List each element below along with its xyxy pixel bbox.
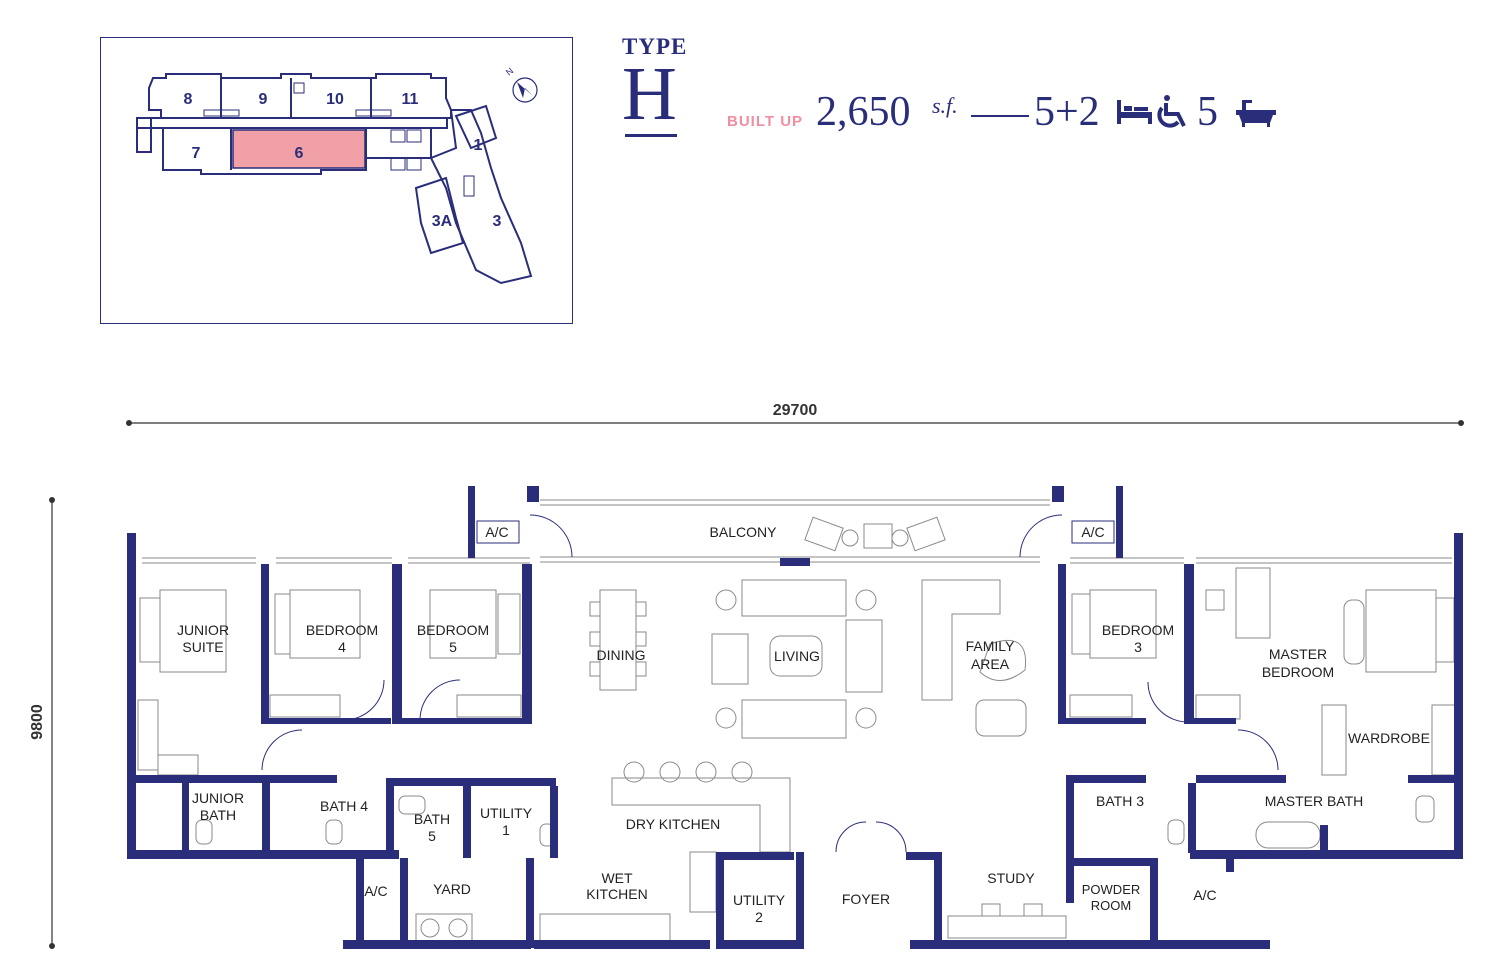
walls <box>127 486 1463 949</box>
label-wet-kitchen-2: KITCHEN <box>586 886 647 902</box>
block-label-9: 9 <box>259 91 268 108</box>
label-utility1-1: UTILITY <box>480 805 533 821</box>
label-powder-1: POWDER <box>1082 882 1141 897</box>
block-label-3a: 3A <box>432 213 453 230</box>
width-dimension: 29700 <box>126 402 1464 426</box>
label-family-1: FAMILY <box>966 638 1015 654</box>
label-master-2: BEDROOM <box>1262 664 1334 680</box>
label-yard: YARD <box>433 881 471 897</box>
block-label-1: 1 <box>474 137 483 154</box>
label-junior-suite-2: SUITE <box>182 639 223 655</box>
room-labels: BALCONY A/C A/C JUNIOR SUITE BEDROOM 4 B… <box>177 524 1430 925</box>
label-utility2-1: UTILITY <box>733 892 786 908</box>
furniture <box>137 516 1457 945</box>
label-wet-kitchen-1: WET <box>601 870 633 886</box>
door-swings <box>261 514 1279 853</box>
label-ac-balcony-left: A/C <box>485 524 508 540</box>
label-wardrobe: WARDROBE <box>1348 730 1430 746</box>
label-dry-kitchen: DRY KITCHEN <box>626 816 720 832</box>
rooms-count: 5+2 <box>1034 89 1100 135</box>
label-dining: DINING <box>597 647 646 663</box>
label-bath5-1: BATH <box>414 811 450 827</box>
block-label-3: 3 <box>493 213 502 230</box>
area-value: 2,650 <box>816 89 911 135</box>
label-bath4: BATH 4 <box>320 798 368 814</box>
key-plan: 8 9 10 11 7 6 1 3A 3 N <box>100 37 573 324</box>
bed-icon <box>1117 100 1152 124</box>
label-bedroom5-2: 5 <box>449 639 457 655</box>
built-up-label: BUILT UP <box>727 113 804 130</box>
type-underline <box>625 134 677 137</box>
type-word: TYPE <box>622 34 688 59</box>
label-junior-suite-1: JUNIOR <box>177 622 229 638</box>
block-label-6: 6 <box>295 145 304 162</box>
windows <box>142 499 1452 564</box>
label-ac-powder: A/C <box>1193 887 1216 903</box>
label-utility2-2: 2 <box>755 909 763 925</box>
label-bath5-2: 5 <box>428 828 436 844</box>
label-master-1: MASTER <box>1269 646 1327 662</box>
bathtub-icon <box>1236 100 1276 127</box>
label-balcony: BALCONY <box>710 524 778 540</box>
label-master-bath: MASTER BATH <box>1265 793 1364 809</box>
area-unit: s.f. <box>932 93 958 118</box>
label-living: LIVING <box>774 648 820 664</box>
label-foyer: FOYER <box>842 891 890 907</box>
block-label-10: 10 <box>326 91 344 108</box>
label-utility1-2: 1 <box>502 822 510 838</box>
block-label-11: 11 <box>402 91 419 108</box>
type-letter: H <box>622 52 677 136</box>
wheelchair-icon <box>1157 95 1186 128</box>
label-bedroom5-1: BEDROOM <box>417 622 489 638</box>
width-value: 29700 <box>773 402 818 419</box>
key-plan-drawing: 8 9 10 11 7 6 1 3A 3 N <box>136 66 538 285</box>
compass-letter: N <box>504 66 515 78</box>
label-bath3: BATH 3 <box>1096 793 1144 809</box>
label-bedroom4-2: 4 <box>338 639 346 655</box>
label-powder-2: ROOM <box>1091 898 1131 913</box>
label-ac-balcony-right: A/C <box>1081 524 1104 540</box>
divider-line <box>971 115 1029 117</box>
depth-value: 9800 <box>29 704 46 740</box>
label-bedroom4-1: BEDROOM <box>306 622 378 638</box>
label-family-2: AREA <box>971 656 1010 672</box>
label-bedroom3-1: BEDROOM <box>1102 622 1174 638</box>
compass-icon: N <box>504 66 538 103</box>
highlighted-unit <box>232 129 366 169</box>
block-label-8: 8 <box>184 91 193 108</box>
block-label-7: 7 <box>192 145 201 162</box>
label-bedroom3-2: 3 <box>1134 639 1142 655</box>
depth-dimension: 9800 <box>29 497 55 949</box>
baths-count: 5 <box>1197 89 1218 135</box>
label-junior-bath-2: BATH <box>200 807 236 823</box>
label-study: STUDY <box>987 870 1035 886</box>
label-junior-bath-1: JUNIOR <box>192 790 244 806</box>
label-ac-yard: A/C <box>364 883 387 899</box>
